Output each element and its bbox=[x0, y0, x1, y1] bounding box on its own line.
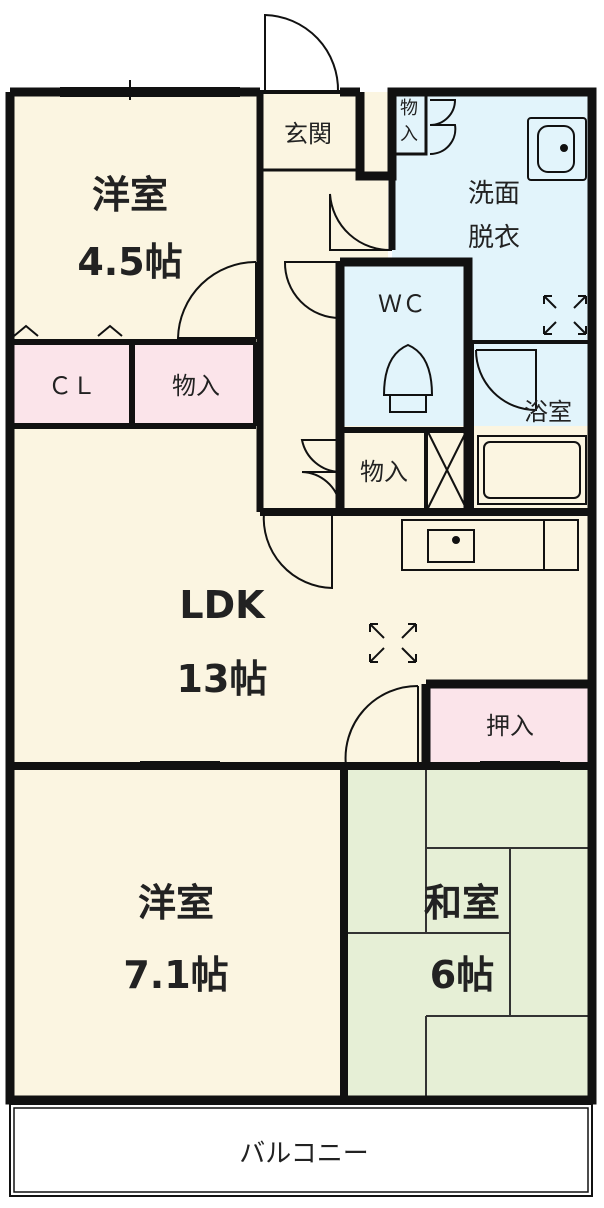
storage-top-name-1: 物 bbox=[400, 98, 418, 119]
japanese-size: 6帖 bbox=[430, 953, 494, 997]
storage-1-name: 物入 bbox=[172, 372, 220, 400]
ldk-size: 13帖 bbox=[177, 657, 268, 701]
oshiire-name: 押入 bbox=[486, 712, 534, 740]
kitchen-sink-icon bbox=[401, 519, 579, 571]
storage-2-name: 物入 bbox=[360, 458, 408, 486]
ldk-name: LDK bbox=[179, 583, 266, 627]
western-large-fill bbox=[10, 766, 344, 1100]
bathtub-icon bbox=[477, 435, 587, 505]
door-swing-icon bbox=[13, 13, 537, 767]
closet-fill bbox=[10, 342, 132, 426]
toilet-icon bbox=[382, 343, 434, 413]
ventilation-arrows-icon bbox=[369, 295, 587, 663]
western-small-fill bbox=[10, 92, 260, 342]
washroom-name-1: 洗面 bbox=[468, 179, 520, 209]
western-small-name: 洋室 bbox=[92, 173, 168, 217]
western-small-size: 4.5帖 bbox=[77, 240, 182, 284]
sink-icon bbox=[527, 117, 587, 181]
oshiire-fill bbox=[426, 684, 592, 764]
balcony-area bbox=[9, 1103, 593, 1197]
japanese-name: 和室 bbox=[424, 881, 500, 925]
storage-x-icon bbox=[427, 431, 467, 509]
balcony-name: バルコニー bbox=[239, 1139, 368, 1169]
storage-top-name-2: 入 bbox=[400, 124, 418, 145]
washroom-name-2: 脱衣 bbox=[468, 223, 520, 253]
entrance-name: 玄関 bbox=[284, 120, 332, 148]
hall-lower-fill bbox=[260, 170, 340, 512]
western-large-name: 洋室 bbox=[138, 881, 214, 925]
balcony-rail bbox=[13, 1107, 589, 1193]
storage-1-fill bbox=[132, 342, 256, 426]
tatami-lines bbox=[344, 766, 592, 1100]
closet-name: ＣＬ bbox=[48, 372, 96, 400]
toilet-name: ＷＣ bbox=[378, 290, 426, 318]
bath-name: 浴室 bbox=[524, 398, 572, 426]
western-large-size: 7.1帖 bbox=[123, 953, 228, 997]
entrance-fill bbox=[260, 92, 360, 170]
